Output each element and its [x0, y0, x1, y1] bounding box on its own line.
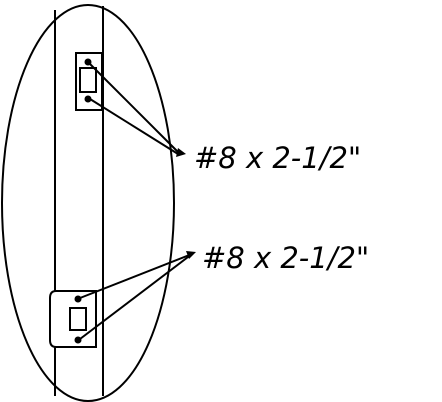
lower-strike-plate [49, 290, 97, 348]
bottom-leader-arrowhead [186, 251, 196, 259]
bottom-leader-lines [79, 251, 196, 340]
top-screw-callout: #8 x 2-1/2" [194, 141, 361, 175]
top-leader-arrowhead [176, 148, 186, 157]
lower-screw-top [74, 295, 82, 303]
detail-ellipse [1, 4, 175, 402]
upper-strike-plate [75, 52, 103, 111]
bottom-screw-callout: #8 x 2-1/2" [202, 241, 369, 275]
upper-screw-top [84, 58, 92, 66]
lower-plate-opening [69, 307, 87, 331]
top-leader-lines [89, 63, 186, 157]
upper-plate-opening [79, 67, 97, 93]
upper-screw-bottom [84, 95, 92, 103]
